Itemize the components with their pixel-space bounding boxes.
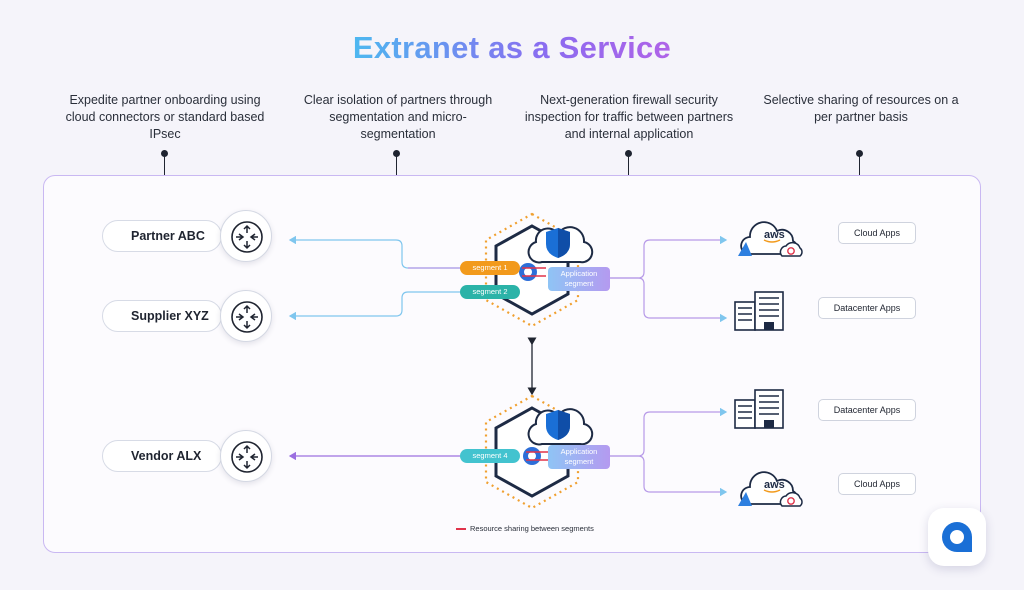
caption-isolation: Clear isolation of partners through segm… [303, 93, 493, 141]
partner-abc-link [288, 235, 470, 269]
caption-sharing: Selective sharing of resources on a per … [763, 93, 959, 124]
partner-abc-label: Partner ABC [102, 220, 222, 252]
segment-4-badge: segment 4 [460, 449, 520, 463]
supplier-xyz-label: Supplier XYZ [102, 300, 222, 332]
cloud-providers-icon: aws [738, 471, 803, 507]
router-icon [220, 290, 272, 342]
caption-pointer [393, 150, 400, 175]
datacenter-apps-label: Datacenter Apps [818, 399, 916, 421]
datacenter-icon [734, 389, 784, 429]
datacenter-icon [734, 291, 784, 331]
caption-firewall: Next-generation firewall security inspec… [524, 93, 734, 141]
router-icon [220, 210, 272, 262]
cloud-apps-label: Cloud Apps [838, 473, 916, 495]
legend: Resource sharing between segments [456, 524, 594, 533]
page-title: Extranet as a Service [352, 30, 672, 65]
vendor-alx-label: Vendor ALX [102, 440, 222, 472]
legend-swatch [456, 528, 466, 531]
router-icon [220, 430, 272, 482]
cloud-providers-icon: aws [738, 221, 803, 257]
segment-2-badge: segment 2 [460, 285, 520, 299]
top-dc-link [610, 277, 728, 323]
caption-pointer [161, 150, 168, 175]
cloud-apps-label: Cloud Apps [838, 222, 916, 244]
bottom-dc-link [610, 407, 728, 457]
svg-text:aws: aws [764, 479, 785, 491]
gateway-hub-bottom [484, 394, 594, 510]
caption-pointer [856, 150, 863, 175]
bottom-cloud-link [610, 455, 728, 497]
caption-onboarding: Expedite partner onboarding using cloud … [65, 93, 265, 141]
top-cloud-link [610, 235, 728, 279]
caption-pointer [625, 150, 632, 175]
segment-1-badge: segment 1 [460, 261, 520, 275]
svg-text:aws: aws [764, 229, 785, 241]
brand-logo [928, 508, 986, 566]
supplier-xyz-link [288, 291, 470, 321]
datacenter-apps-label: Datacenter Apps [818, 297, 916, 319]
